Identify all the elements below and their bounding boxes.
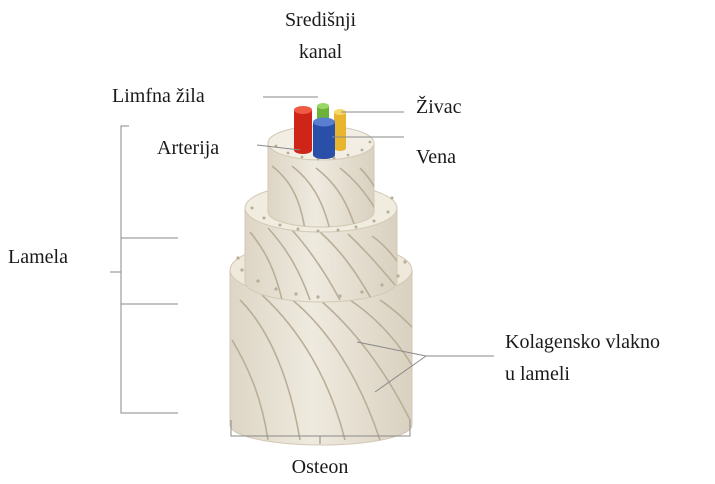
nerve-label: Živac (416, 95, 462, 119)
lymph-vessel-label: Limfna žila (112, 84, 205, 108)
vein-shape (313, 118, 335, 127)
vein-label: Vena (416, 145, 456, 169)
central-canal-vessels (294, 103, 346, 159)
artery-label: Arterija (157, 136, 219, 160)
lymph-vessel-shape (317, 103, 329, 109)
central-canal-label-line2: kanal (263, 40, 378, 64)
osteon-label: Osteon (250, 455, 390, 479)
central-canal-label-line1: Središnji (263, 8, 378, 32)
collagen-fiber-label-line2: u lameli (505, 362, 570, 386)
lamella-label: Lamela (8, 245, 68, 269)
artery-shape (294, 106, 312, 114)
collagen-fiber-label-line1: Kolagensko vlakno (505, 330, 660, 354)
